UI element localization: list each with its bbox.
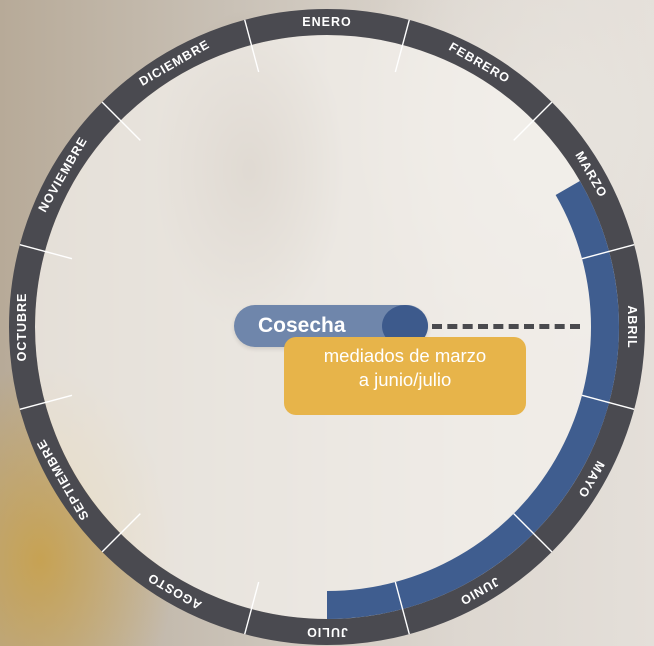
harvest-period-text: mediados de marzo a junio/julio — [323, 345, 487, 390]
harvest-period-box — [284, 337, 526, 415]
month-label-enero: ENERO — [302, 15, 351, 29]
month-divider — [581, 394, 635, 410]
month-divider — [581, 244, 635, 260]
month-label-octubre: OCTUBRE — [15, 293, 29, 362]
month-divider — [513, 513, 553, 553]
month-divider — [101, 101, 141, 141]
month-divider — [394, 19, 410, 73]
harvest-pointer-dashed-line — [432, 324, 580, 329]
month-ring-band — [9, 9, 645, 645]
month-label-julio: JULIO — [306, 625, 348, 639]
month-ring — [9, 9, 645, 645]
month-divider — [101, 513, 141, 553]
month-divider — [19, 244, 73, 260]
month-dividers — [19, 19, 635, 635]
month-divider — [394, 581, 410, 635]
month-label-abril: ABRIL — [625, 305, 639, 348]
month-divider — [513, 101, 553, 141]
harvest-label: Cosecha — [258, 314, 346, 337]
harvest-arc-band — [327, 181, 619, 619]
month-divider — [19, 394, 73, 410]
harvest-arc — [327, 181, 619, 619]
month-divider — [244, 581, 260, 635]
month-divider — [244, 19, 260, 73]
